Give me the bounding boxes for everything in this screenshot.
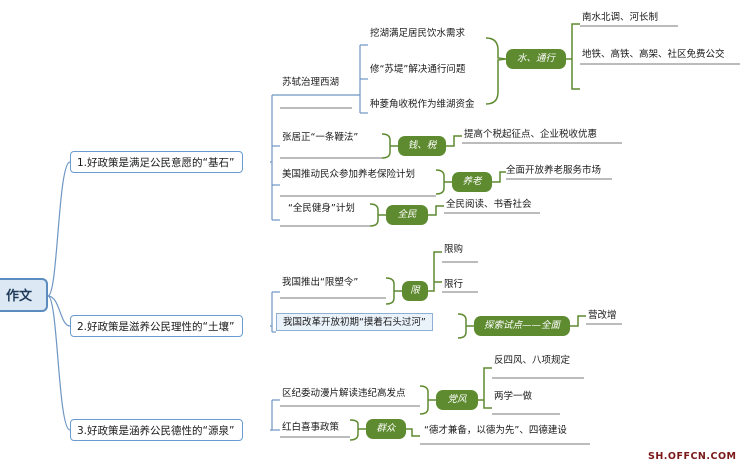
tag-party-style: 党风 bbox=[436, 390, 478, 410]
item-us-pension: 美国推动民众参加养老保险计划 bbox=[282, 169, 416, 180]
note-four-styles: 反四风、八项规定 bbox=[494, 355, 571, 366]
note-two-studies: 两学一做 bbox=[494, 391, 533, 402]
note-purchase-limit: 限购 bbox=[444, 244, 464, 255]
note-water-diversion: 南水北调、河长制 bbox=[582, 12, 659, 23]
tag-pension: 养老 bbox=[452, 172, 492, 192]
item-fitness: “全民健身”计划 bbox=[288, 203, 355, 214]
tag-money-tax: 钱、税 bbox=[398, 136, 446, 156]
tag-pilot: 探索试点——全面 bbox=[474, 316, 570, 336]
branch-2-node: 2.好政策是滋养公民理性的“土壤” bbox=[70, 315, 244, 337]
tag-limit: 限 bbox=[402, 281, 428, 301]
tag-all-people: 全民 bbox=[386, 205, 428, 225]
item-single-whip: 张居正“一条鞭法” bbox=[282, 132, 359, 143]
watermark: SH.OFFCN.COM bbox=[648, 451, 737, 462]
note-tax-relief: 提高个税起征点、企业税收优惠 bbox=[464, 129, 598, 140]
item-reform-opening: 我国改革开放初期“摸着石头过河” bbox=[276, 313, 433, 331]
branch-1-node: 1.好政策是满足公民意愿的“基石” bbox=[70, 151, 244, 173]
note-morality: “德才兼备，以德为先”、四德建设 bbox=[424, 425, 567, 436]
note-traffic-limit: 限行 bbox=[444, 279, 464, 290]
item-discipline-animation: 区纪委动漫片解读违纪高发点 bbox=[282, 388, 406, 399]
note-pension-market: 全面开放养老服务市场 bbox=[506, 165, 602, 176]
root-node: 作文 bbox=[0, 278, 48, 312]
item-water-chestnut: 种菱角收税作为维湖资金 bbox=[370, 99, 475, 110]
note-reading: 全民阅读、书香社会 bbox=[446, 199, 532, 210]
item-su-shi: 苏轼治理西湖 bbox=[282, 77, 340, 88]
note-transit: 地铁、高铁、高架、社区免费公交 bbox=[582, 49, 725, 60]
item-su-causeway: 修“苏堤”解决通行问题 bbox=[370, 64, 466, 75]
branch-3-node: 3.好政策是涵养公民德性的“源泉” bbox=[70, 419, 244, 441]
item-weddings-funerals: 红白喜事政策 bbox=[282, 422, 340, 433]
tag-masses: 群众 bbox=[366, 419, 406, 439]
item-dig-lake: 挖湖满足居民饮水需求 bbox=[370, 28, 466, 39]
item-plastic-limit: 我国推出“限塑令” bbox=[282, 277, 359, 288]
note-vat-reform: 营改增 bbox=[588, 310, 617, 321]
tag-water-traffic: 水、通行 bbox=[506, 49, 566, 69]
